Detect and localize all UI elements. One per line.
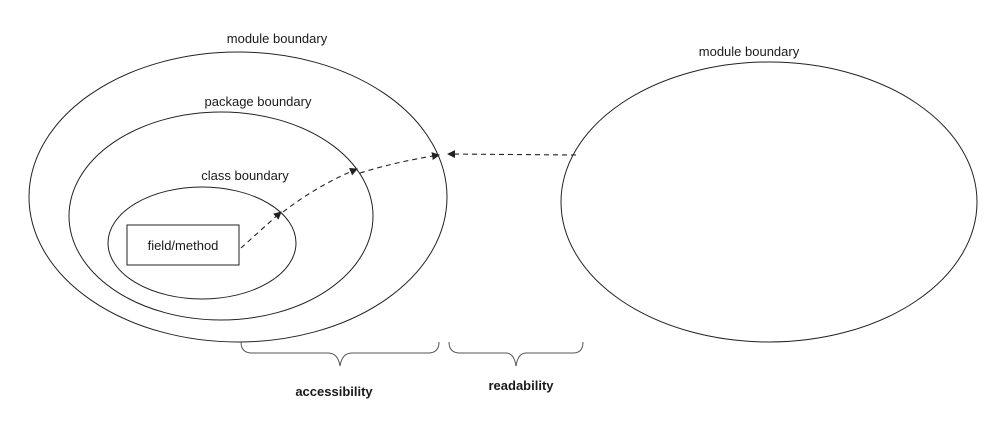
- accessibility-label: accessibility: [295, 384, 373, 399]
- left-module-boundary: [28, 51, 448, 343]
- arrow-readability: [447, 150, 577, 159]
- field-method-label: field/method: [148, 238, 219, 253]
- arrow-member-to-class: [240, 211, 282, 249]
- right-module-label: module boundary: [699, 44, 800, 59]
- left-module-label: module boundary: [227, 31, 328, 46]
- arrow-class-to-package: [282, 167, 358, 213]
- right-module-boundary: [560, 61, 978, 343]
- package-boundary: [68, 111, 374, 321]
- accessibility-brace: [240, 341, 440, 367]
- arrow-package-to-module: [359, 152, 440, 174]
- field-method-box: [126, 224, 240, 266]
- readability-brace: [448, 341, 584, 367]
- package-label: package boundary: [205, 94, 312, 109]
- class-label: class boundary: [201, 168, 289, 183]
- class-boundary: [107, 186, 297, 300]
- readability-label: readability: [488, 378, 554, 393]
